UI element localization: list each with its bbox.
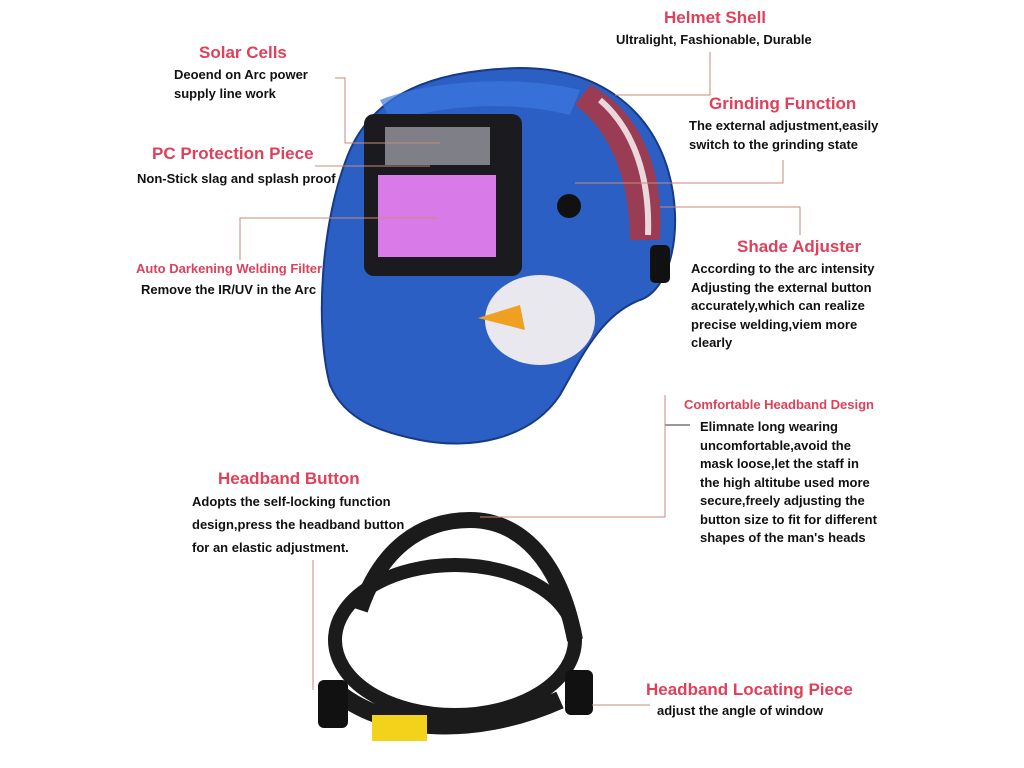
desc-line: for an elastic adjustment.	[192, 540, 349, 555]
desc-line: precise welding,viem more	[691, 316, 858, 332]
solar-cells-desc: Deoend on Arc power supply line work	[174, 66, 308, 103]
desc-line: the high altitube used more	[700, 474, 870, 490]
auto-darkening-title: Auto Darkening Welding Filter	[136, 261, 323, 276]
desc-line: Adopts the self-locking function	[192, 494, 391, 509]
pc-protection-desc: Non-Stick slag and splash proof	[137, 171, 336, 186]
desc-line: supply line work	[174, 85, 276, 101]
headband-image	[318, 511, 593, 741]
locating-piece-desc: adjust the angle of window	[657, 703, 824, 718]
desc-line: Elimnate long wearing	[700, 419, 838, 434]
desc-line: Deoend on Arc power	[174, 67, 308, 82]
helmet-image	[320, 66, 677, 445]
shade-adjuster-desc: According to the arc intensity Adjusting…	[691, 260, 874, 353]
warning-label	[372, 715, 427, 741]
desc-line: accurately,which can realize	[691, 298, 865, 313]
grinding-title: Grinding Function	[709, 94, 857, 113]
locating-piece-title: Headband Locating Piece	[646, 680, 853, 699]
filter-lens	[378, 175, 496, 257]
helmet-shell-desc: Ultralight, Fashionable, Durable	[616, 32, 812, 47]
auto-darkening-desc: Remove the IR/UV in the Arc	[141, 282, 317, 297]
desc-line: According to the arc intensity	[691, 261, 875, 276]
pc-protection-title: PC Protection Piece	[152, 144, 314, 163]
helmet-shell-title: Helmet Shell	[664, 8, 767, 27]
headband-design-desc: Elimnate long wearing uncomfortable,avoi…	[700, 418, 877, 548]
shade-adjuster-title: Shade Adjuster	[737, 237, 862, 256]
solar-cells-title: Solar Cells	[199, 43, 287, 62]
desc-line: shapes of the man's heads	[700, 530, 866, 545]
desc-line: Adjusting the external button	[691, 279, 872, 295]
headband-design-title: Comfortable Headband Design	[684, 397, 874, 412]
desc-line: clearly	[691, 335, 733, 350]
desc-line: uncomfortable,avoid the	[700, 437, 851, 453]
headband-button-desc: Adopts the self-locking function design,…	[192, 490, 404, 559]
grinding-knob	[557, 194, 581, 218]
desc-line: secure,freely adjusting the	[700, 493, 865, 508]
desc-line: button size to fit for different	[700, 511, 877, 527]
desc-line: The external adjustment,easily	[689, 118, 879, 133]
desc-line: design,press the headband button	[192, 517, 405, 532]
desc-line: switch to the grinding state	[689, 136, 859, 152]
shade-knob	[650, 245, 670, 283]
desc-line: mask loose,let the staff in	[700, 456, 859, 471]
headband-button-title: Headband Button	[218, 469, 360, 488]
grinding-desc: The external adjustment,easily switch to…	[689, 117, 878, 154]
